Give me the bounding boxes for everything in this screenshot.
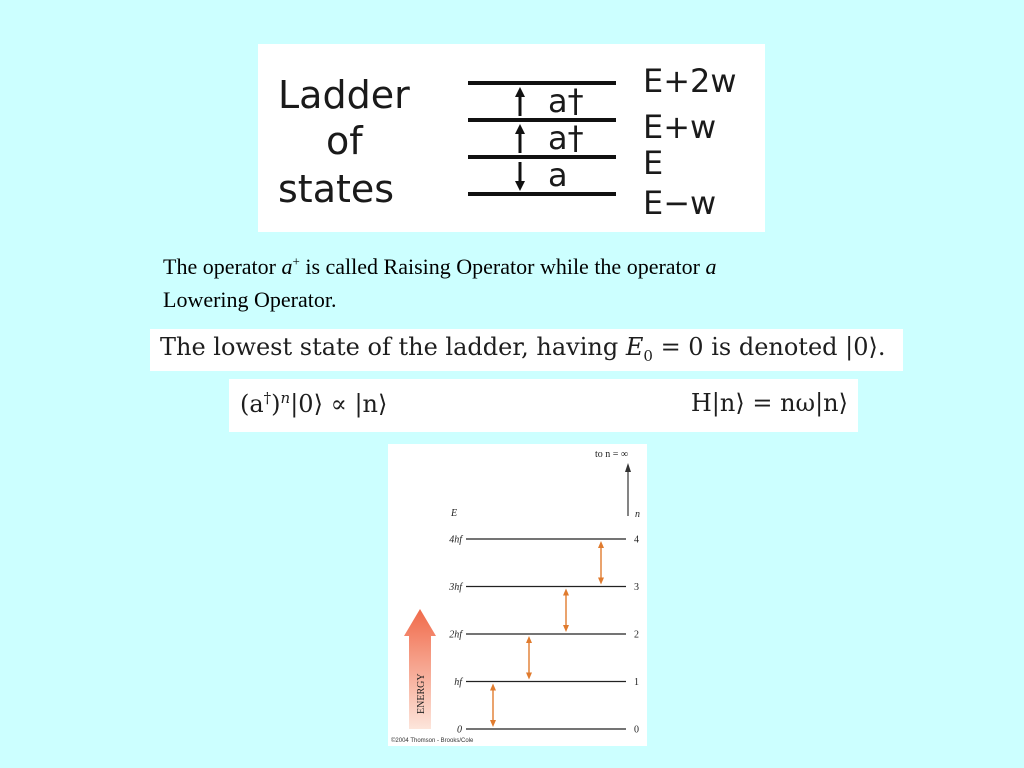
ladder-of-states-figure: Ladder of states a† a† a E+2w E+w E E−w — [258, 44, 765, 232]
energy-axis-label: E — [450, 508, 457, 519]
raising-operator-label-1: a† — [548, 82, 584, 120]
energy-label-e-plus-2w: E+2w — [643, 62, 737, 100]
lowest-state-condition: = 0 is denoted |0⟩. — [652, 333, 886, 361]
operator-description: The operator a+ is called Raising Operat… — [163, 250, 923, 316]
ground-energy-subscript: 0 — [643, 346, 653, 365]
energy-tick-label: 2hf — [449, 630, 463, 641]
energy-tick-label: 4hf — [449, 535, 463, 546]
energy-arrow-icon: ENERGY — [404, 609, 436, 729]
transition-arrows — [490, 541, 604, 727]
raising-equation: (a†)n|0⟩ ∝ |n⟩ — [240, 389, 387, 418]
energy-tick-label: 0 — [457, 725, 462, 736]
level-number-label: 4 — [634, 535, 639, 546]
lowering-operator-symbol: a — [705, 254, 717, 279]
equation-close-paren: ) — [271, 390, 281, 418]
equation-power: n — [280, 389, 291, 407]
up-arrow-icon — [515, 87, 525, 116]
level-number-label: 3 — [634, 582, 639, 593]
level-number-label: 0 — [634, 725, 639, 736]
lowest-state-prefix: The lowest state of the ladder, having — [160, 333, 626, 361]
energy-tick-label: hf — [454, 677, 463, 688]
equation-open-paren: (a — [240, 390, 264, 418]
level-number-label: 1 — [634, 677, 639, 688]
ladder-diagram: Ladder of states a† a† a E+2w E+w E E−w — [278, 62, 737, 222]
quantum-number-axis-label: n — [635, 509, 640, 520]
transition-arrow-icon — [563, 588, 569, 632]
transition-arrow-icon — [490, 683, 496, 727]
raising-operator-symbol: a — [281, 254, 293, 279]
operator-text-part-3: Lowering Operator. — [163, 287, 337, 312]
ladder-title-line-3: states — [278, 167, 394, 211]
up-arrow-icon — [625, 463, 631, 516]
equation-dagger: † — [263, 389, 272, 407]
down-arrow-icon — [515, 162, 525, 191]
transition-arrow-icon — [598, 541, 604, 585]
ladder-title-line-1: Ladder — [278, 73, 410, 117]
equation-proportional: |0⟩ ∝ |n⟩ — [290, 390, 388, 418]
up-arrow-icon — [515, 124, 525, 153]
raising-operator-label-2: a† — [548, 119, 584, 157]
lowering-operator-label: a — [548, 156, 568, 194]
transition-arrow-icon — [526, 636, 532, 680]
copyright-notice: ©2004 Thomson - Brooks/Cole — [391, 737, 474, 744]
equations-box: (a†)n|0⟩ ∝ |n⟩ H|n⟩ = nω|n⟩ — [229, 379, 858, 432]
operator-text-part-1: The operator — [163, 254, 282, 279]
ladder-title-line-2: of — [326, 119, 364, 163]
operator-text-part-2: is called Raising Operator while the ope… — [299, 254, 706, 279]
energy-label-e-plus-w: E+w — [643, 108, 716, 146]
ground-energy-symbol: E — [625, 333, 644, 361]
energy-arrow-label: ENERGY — [416, 673, 427, 714]
level-number-label: 2 — [634, 630, 639, 641]
infinity-label: to n = ∞ — [595, 449, 628, 460]
energy-label-e-minus-w: E−w — [643, 184, 716, 222]
lowest-state-statement: The lowest state of the ladder, having E… — [150, 329, 903, 371]
raising-operator-superscript: + — [292, 253, 300, 269]
energy-tick-label: 3hf — [448, 582, 463, 593]
energy-label-e: E — [643, 144, 663, 182]
hamiltonian-equation: H|n⟩ = nω|n⟩ — [690, 389, 848, 417]
